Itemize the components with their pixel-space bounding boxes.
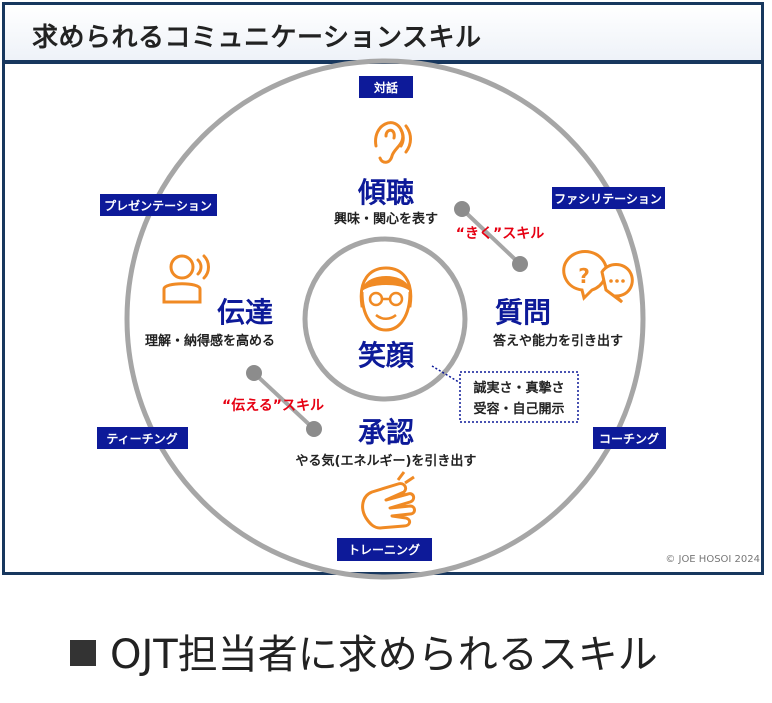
square-bullet-icon [70, 640, 96, 666]
svg-text:ファシリテーション: ファシリテーション [554, 192, 662, 206]
page-title: 求められるコミュニケーションスキル [32, 23, 482, 53]
tag-presentation: プレゼンテーション [100, 194, 217, 216]
ask-connector-dot-end [512, 256, 528, 272]
conveying-title: 伝達 [217, 296, 273, 329]
tell-connector-dot-end [306, 421, 322, 437]
acknowledging-desc: やる気(エネルギー)を引き出す [296, 453, 477, 469]
center-title: 笑顔 [358, 339, 415, 372]
question-bubbles-icon: ? [562, 250, 634, 304]
svg-text:ティーチング: ティーチング [106, 431, 177, 446]
questioning-title: 質問 [495, 296, 551, 329]
smiling-face-icon [359, 266, 413, 332]
conveying-desc: 理解・納得感を高める [145, 333, 275, 349]
questioning-desc: 答えや能力を引き出す [493, 333, 623, 349]
tell-connector-dot-start [246, 365, 262, 381]
ask-connector-dot-start [454, 201, 470, 217]
svg-text:コーチング: コーチング [599, 431, 659, 446]
tell-skill-label: “伝える”スキル [222, 397, 324, 414]
speaking-person-icon [162, 254, 210, 304]
tag-coaching: コーチング [593, 427, 666, 449]
tag-training: トレーニング [337, 538, 432, 561]
center-note-box [459, 371, 579, 423]
tag-facilitation: ファシリテーション [552, 187, 665, 209]
copyright: © JOE HOSOI 2024 [665, 554, 760, 565]
note-leader-line [431, 365, 463, 385]
svg-text:対話: 対話 [373, 80, 398, 95]
outer-ring [124, 58, 646, 580]
center-note-line2: 受容・自己開示 [473, 401, 564, 417]
ear-icon [374, 121, 412, 164]
center-note-line1: 誠実さ・真摯さ [473, 380, 564, 396]
caption-text: OJT担当者に求められるスキル [110, 632, 658, 678]
ask-connector-line [460, 207, 522, 266]
listening-desc: 興味・関心を表す [334, 211, 438, 227]
svg-text:プレゼンテーション: プレゼンテーション [104, 198, 212, 213]
svg-text:トレーニング: トレーニング [348, 542, 420, 557]
svg-text:?: ? [578, 264, 590, 288]
listening-title: 傾聴 [357, 176, 414, 209]
tag-dialogue: 対話 [359, 76, 413, 98]
inner-ring [302, 236, 468, 402]
header [5, 5, 761, 60]
tag-teaching: ティーチング [97, 427, 188, 449]
caption: OJT担当者に求められるスキル [70, 622, 658, 680]
acknowledging-title: 承認 [358, 416, 414, 449]
tell-connector-line [252, 371, 316, 431]
clapping-hands-icon [361, 471, 416, 530]
skills-diagram: “きく”スキル “伝える”スキル 誠実さ・真摯さ 受容・自己開示 対話 ファシリ… [97, 58, 666, 580]
ask-skill-label: “きく”スキル [456, 226, 544, 242]
